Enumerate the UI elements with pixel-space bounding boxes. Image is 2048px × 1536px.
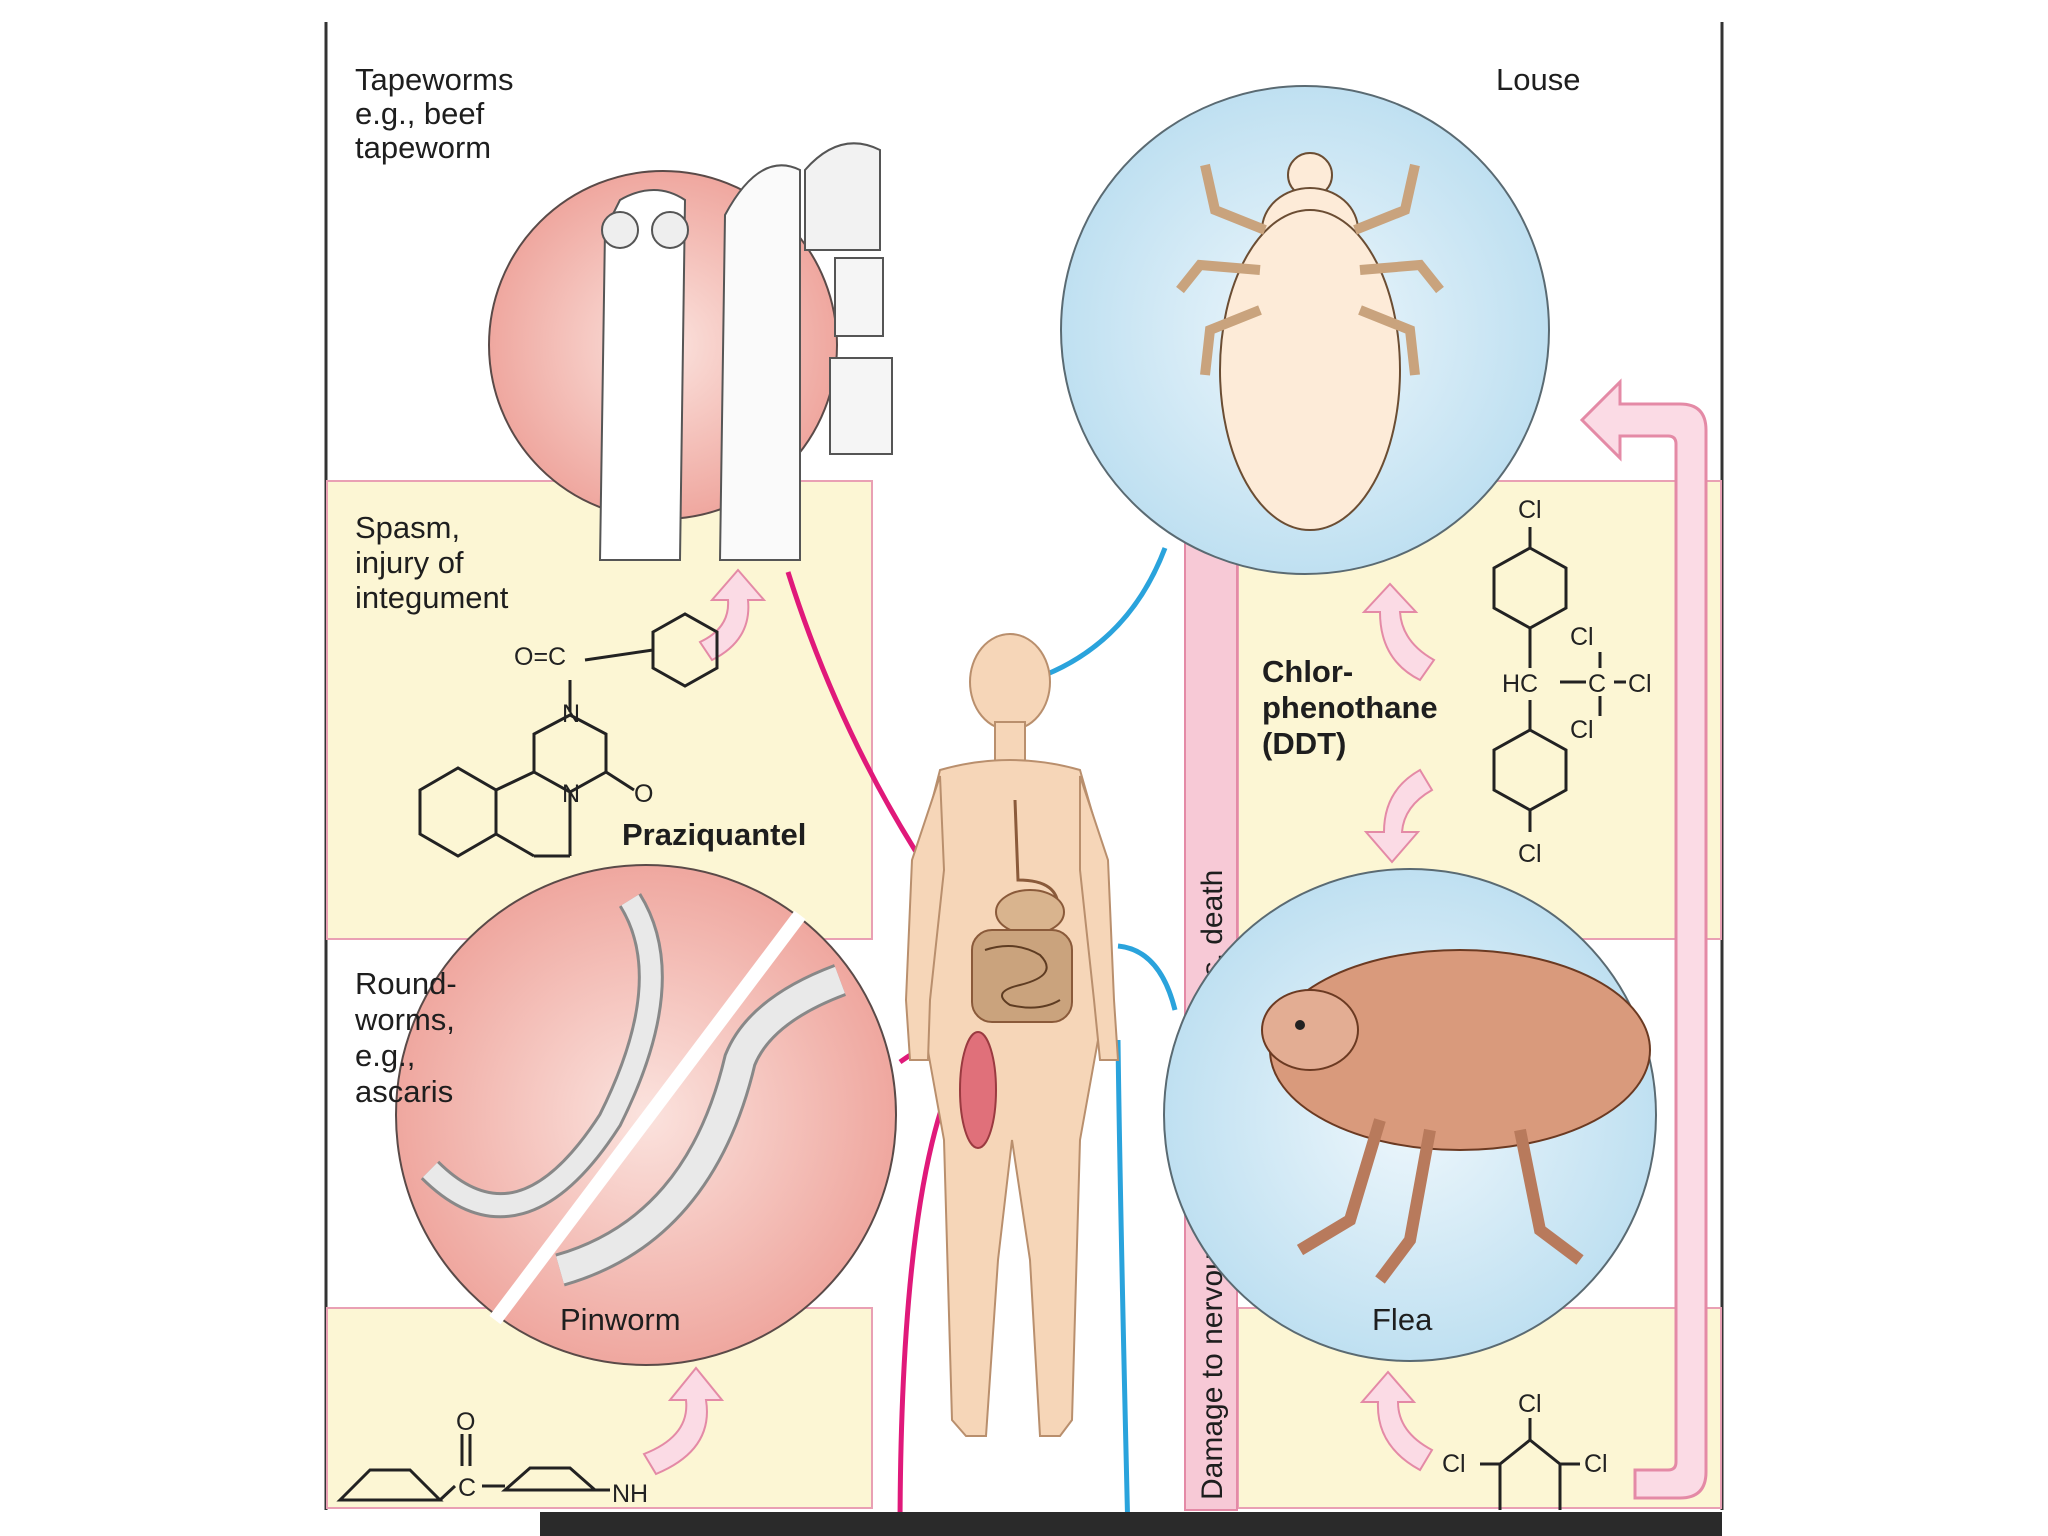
praziquantel-o: O	[634, 780, 653, 808]
roundworm-illustration	[395, 864, 897, 1366]
flea-label: Flea	[1372, 1302, 1433, 1337]
louse-connector-line	[1044, 547, 1168, 678]
benzimidazole-o: O	[456, 1408, 475, 1436]
praziquantel-label: Praziquantel	[622, 817, 806, 852]
flea-connector-line-2	[1115, 1039, 1131, 1536]
flea-connector-line	[1117, 943, 1178, 1011]
praziquantel-n-bottom: N	[562, 780, 580, 808]
arrow-down-ddt	[1363, 768, 1434, 864]
benzimidazole-structure	[336, 1434, 610, 1502]
roundworms-label: Round- worms, e.g., ascaris	[354, 966, 465, 1109]
lindane-cl-left: Cl	[1442, 1450, 1466, 1478]
ddt-cl-right: Cl	[1628, 670, 1652, 698]
ddt-cl-lower: Cl	[1570, 716, 1594, 744]
spasm-label: Spasm, injury of integument	[355, 510, 509, 615]
ddt-cl-upper: Cl	[1570, 623, 1594, 651]
bottom-dark-strip	[540, 1512, 1722, 1536]
tapeworms-label: Tapeworms e.g., beef tapeworm	[355, 62, 522, 165]
ddt-cl-top: Cl	[1518, 496, 1542, 524]
ddt-c: C	[1588, 670, 1606, 698]
tapeworm-illustration	[488, 142, 893, 561]
lindane-cl-top: Cl	[1518, 1390, 1542, 1418]
ddt-hc: HC	[1502, 670, 1538, 698]
louse-label: Louse	[1496, 62, 1580, 97]
arrow-up-ddt	[1361, 582, 1436, 682]
pinworm-label: Pinworm	[560, 1302, 681, 1337]
ddt-return-arrow	[1579, 378, 1708, 1500]
human-body	[904, 633, 1120, 1437]
benzimidazole-c: C	[458, 1474, 476, 1502]
ddt-structure	[1492, 527, 1626, 832]
leg-muscle	[959, 1031, 997, 1149]
ddt-cl-bottom: Cl	[1518, 840, 1542, 868]
digestive-tract	[971, 799, 1073, 1023]
arrow-up-lindane	[1359, 1370, 1434, 1472]
ddt-name-label: Chlor- phenothane (DDT)	[1262, 654, 1446, 761]
flea-illustration	[1163, 868, 1657, 1362]
praziquantel-structure	[418, 612, 719, 858]
lindane-structure	[1480, 1418, 1580, 1510]
praziquantel-n-top: N	[562, 700, 580, 728]
arrow-up-benzimidazole	[642, 1366, 725, 1476]
praziquantel-o-eq-c: O=C	[514, 643, 566, 671]
lindane-cl-right: Cl	[1584, 1450, 1608, 1478]
louse-illustration	[1060, 85, 1550, 575]
benzimidazole-nh: NH	[612, 1480, 648, 1508]
